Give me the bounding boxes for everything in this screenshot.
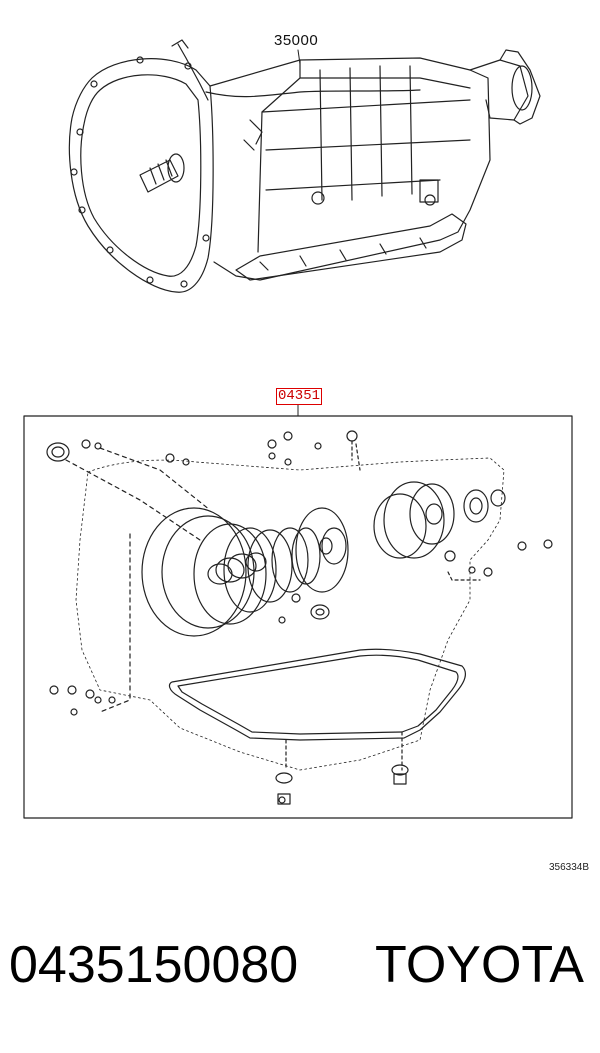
assembly-part-label: 35000 (274, 32, 319, 49)
transmission-assembly-drawing (68, 39, 541, 293)
kit-frame (23, 415, 573, 819)
brand-name: TOYOTA (375, 936, 584, 994)
kit-part-label[interactable]: 04351 (276, 388, 323, 405)
part-number: 0435150080 (9, 936, 299, 994)
image-code-label: 356334B (549, 862, 590, 873)
caption-bar: 0435150080 TOYOTA (0, 935, 600, 1005)
gasket-kit-drawing (46, 430, 553, 805)
